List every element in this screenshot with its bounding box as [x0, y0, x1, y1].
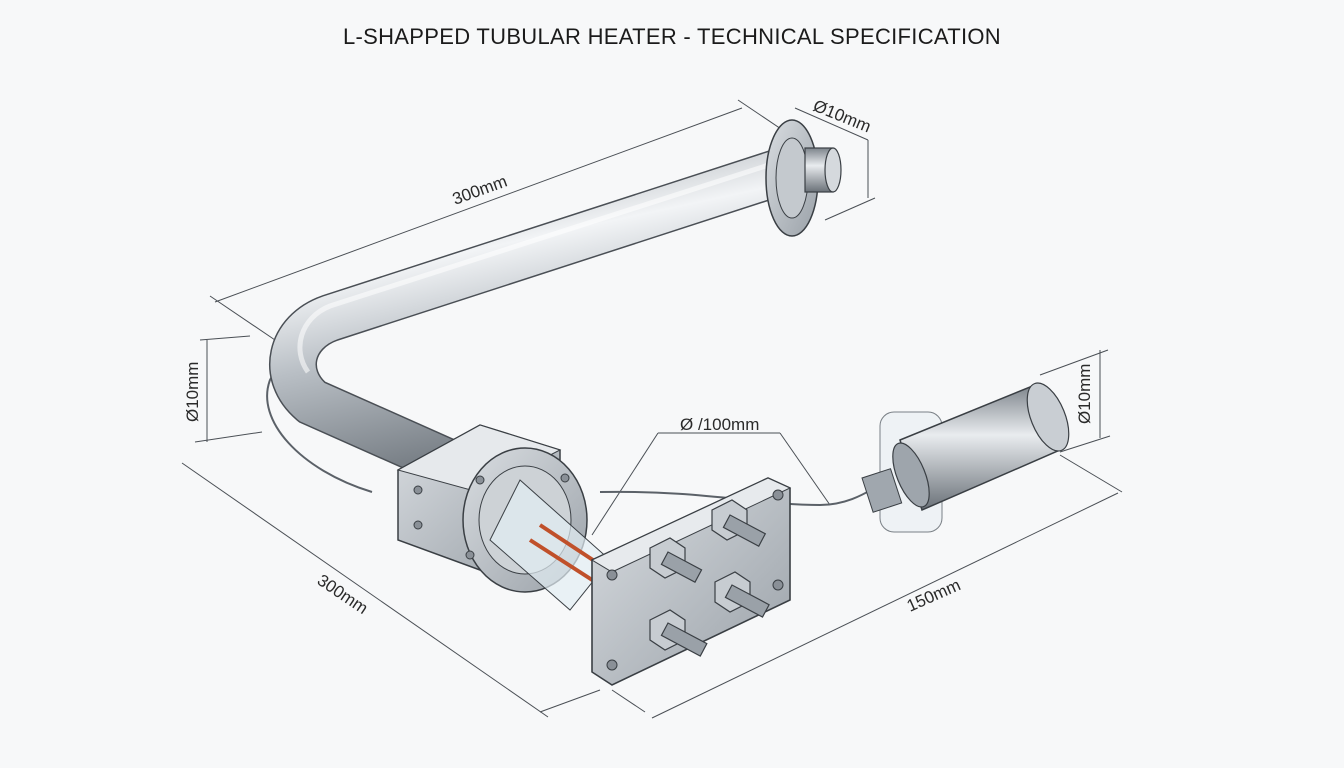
dim-top-length: 300mm — [450, 172, 510, 209]
bolt-3 — [649, 609, 708, 657]
dim-probe-length: 150mm — [904, 575, 964, 615]
dim-bottom-length: 300mm — [314, 571, 372, 618]
dim-left-diameter: Ø10mm — [183, 362, 202, 422]
dim-probe-diameter: Ø10mm — [1075, 364, 1094, 424]
temperature-probe — [861, 382, 1070, 533]
heater-tube — [269, 149, 788, 492]
dim-sheath-callout: Ø /100mm — [680, 415, 759, 434]
bolt-1 — [649, 537, 703, 584]
terminal-plate — [590, 477, 792, 686]
bolt-4 — [714, 571, 770, 618]
bolt-2 — [711, 499, 767, 547]
dimension-lines — [181, 99, 1123, 719]
terminal-bolts — [649, 499, 770, 657]
page-title: L-SHAPPED TUBULAR HEATER - TECHNICAL SPE… — [342, 24, 1001, 49]
flange-sheath — [462, 447, 611, 611]
dim-flange-diameter: Ø10mm — [811, 96, 874, 136]
top-flange — [765, 119, 842, 237]
